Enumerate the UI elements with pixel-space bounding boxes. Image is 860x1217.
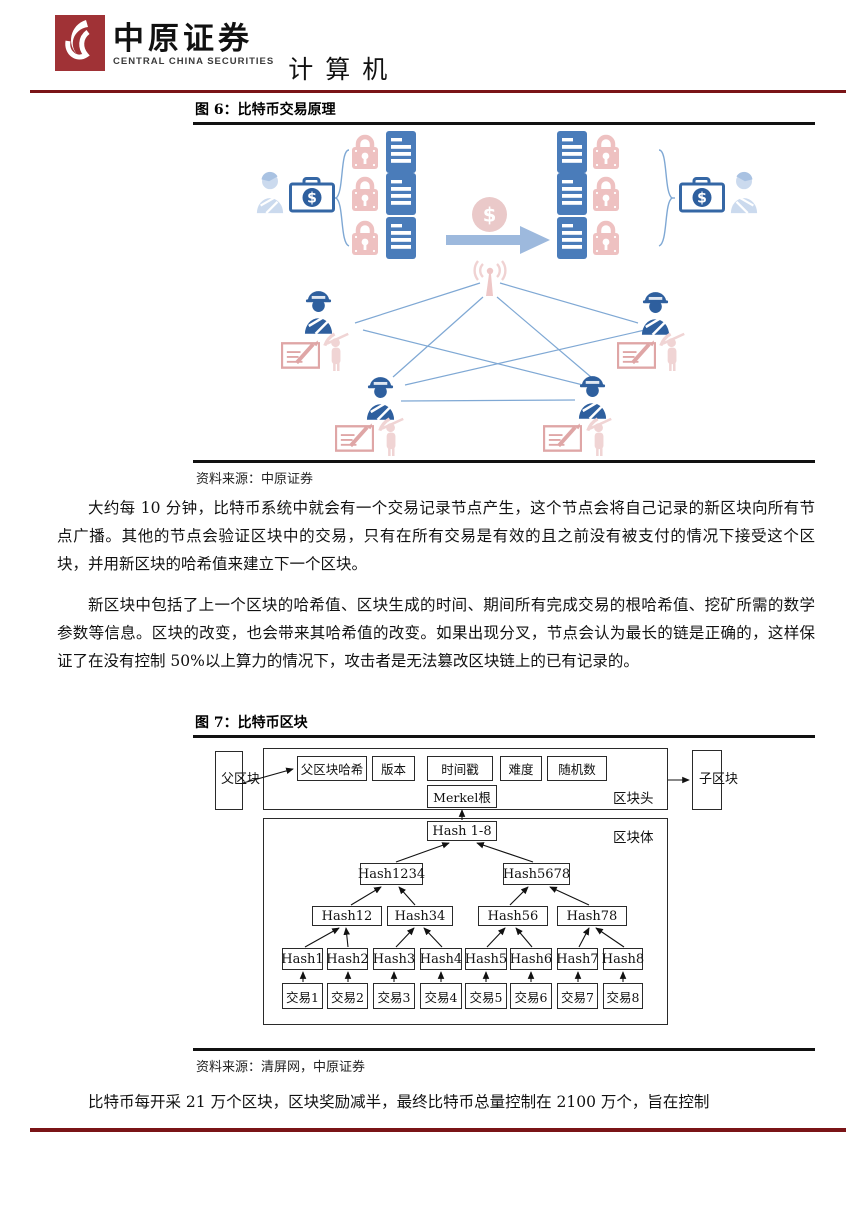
lock-icon: [592, 175, 620, 213]
company-logo-icon: [55, 15, 105, 71]
tx6-box: 交易6: [510, 983, 552, 1009]
document-icon: [557, 217, 587, 259]
briefcase-dollar-icon: [679, 177, 725, 213]
lock-icon: [592, 219, 620, 257]
figure-6: 图 6：比特币交易原理: [193, 98, 815, 487]
block-header-label: 区块头: [613, 791, 654, 807]
miner-icon: [303, 287, 334, 334]
figure-6-top-rule: [193, 122, 815, 125]
hash-root-box: Hash 1-8: [427, 821, 497, 841]
hash1-box: Hash1: [281, 948, 324, 970]
figure-6-bottom-rule: [193, 460, 815, 463]
block-header-box: [263, 748, 668, 810]
tx4-box: 交易4: [420, 983, 462, 1009]
field-version-box: 版本: [372, 756, 415, 781]
paragraph-1: 大约每 10 分钟，比特币系统中就会有一个交易记录节点产生，这个节点会将自己记录…: [57, 499, 815, 573]
merkle-tree-arrows: [242, 767, 690, 982]
hash78-box: Hash78: [557, 906, 627, 926]
hash34-box: Hash34: [387, 906, 453, 926]
hash3-box: Hash3: [373, 948, 415, 970]
hash4-box: Hash4: [420, 948, 462, 970]
tx8-box: 交易8: [603, 983, 643, 1009]
paragraph-3: 比特币每开采 21 万个区块，区块奖励减半，最终比特币总量控制在 2100 万个…: [88, 1093, 710, 1111]
report-section-label: 计算机: [288, 55, 400, 84]
lock-icon: [351, 219, 379, 257]
tx2-box: 交易2: [327, 983, 368, 1009]
pickaxe-worker-icon: [658, 330, 689, 371]
hash1234-box: Hash1234: [358, 863, 425, 885]
document-icon: [557, 131, 587, 173]
field-difficulty-box: 难度: [500, 756, 542, 781]
footer-rule: [30, 1128, 846, 1132]
figure-7: 图 7：比特币区块 父区块 父区块哈希 版本 时间戳 难度 随机数 Merkel…: [193, 711, 815, 1075]
pickaxe-worker-icon: [377, 415, 408, 456]
hash8-box: Hash8: [602, 948, 644, 970]
brand-block: 中原证券 CENTRAL CHINA SECURITIES: [113, 14, 274, 67]
broadcast-antenna-icon: [468, 260, 512, 298]
hash2-box: Hash2: [326, 948, 369, 970]
briefcase-dollar-icon: [289, 177, 335, 213]
page-header: 中原证券 CENTRAL CHINA SECURITIES 计算机: [55, 14, 399, 86]
figure-6-source: 资料来源：中原证券: [196, 472, 314, 487]
document-icon: [386, 173, 416, 215]
document-icon: [386, 131, 416, 173]
brand-name-cn: 中原证券: [113, 21, 253, 57]
figure-7-title: 图 7：比特币区块: [195, 715, 308, 731]
figure-7-diagram: 父区块 父区块哈希 版本 时间戳 难度 随机数 Merkel根 区块头 子区块 …: [193, 738, 815, 1048]
brand-name-en: CENTRAL CHINA SECURITIES: [113, 56, 275, 68]
miner-icon: [577, 372, 608, 419]
header-rule: [30, 90, 846, 93]
hash5-box: Hash5: [465, 948, 507, 970]
pickaxe-worker-icon: [322, 330, 353, 371]
pickaxe-worker-icon: [585, 415, 616, 456]
document-icon: [386, 217, 416, 259]
tx1-box: 交易1: [282, 983, 323, 1009]
hash5678-box: Hash5678: [503, 863, 570, 885]
field-nonce-box: 随机数: [547, 756, 607, 781]
lock-icon: [592, 133, 620, 171]
person-icon: [729, 169, 759, 214]
figure-6-diagram: [193, 125, 815, 460]
figure-7-source: 资料来源：清屏网，中原证券: [196, 1060, 366, 1075]
transfer-arrow-icon: [446, 226, 550, 254]
person-icon: [255, 169, 285, 214]
merkel-root-box: Merkel根: [427, 785, 497, 808]
tx5-box: 交易5: [465, 983, 507, 1009]
ledger-pencil-icon: [543, 422, 582, 452]
miner-icon: [640, 288, 671, 335]
field-timestamp-box: 时间戳: [427, 756, 493, 781]
miner-icon: [365, 373, 396, 420]
lock-icon: [351, 133, 379, 171]
hash56-box: Hash56: [478, 906, 548, 926]
figure-7-top-rule: [193, 735, 815, 738]
figure-7-bottom-rule: [193, 1048, 815, 1051]
ledger-pencil-icon: [617, 339, 656, 369]
ledger-pencil-icon: [335, 422, 374, 452]
tx3-box: 交易3: [373, 983, 415, 1009]
hash12-box: Hash12: [312, 906, 382, 926]
document-icon: [557, 173, 587, 215]
tx7-box: 交易7: [557, 983, 598, 1009]
block-body-box: [263, 818, 668, 1025]
figure-6-title: 图 6：比特币交易原理: [195, 102, 336, 118]
field-parent-hash-box: 父区块哈希: [297, 756, 367, 781]
lock-icon: [351, 175, 379, 213]
hash6-box: Hash6: [510, 948, 552, 970]
paragraph-2: 新区块中包括了上一个区块的哈希值、区块生成的时间、期间所有完成交易的根哈希值、挖…: [57, 596, 815, 670]
block-body-label: 区块体: [613, 830, 654, 846]
hash7-box: Hash7: [556, 948, 599, 970]
ledger-pencil-icon: [281, 339, 320, 369]
